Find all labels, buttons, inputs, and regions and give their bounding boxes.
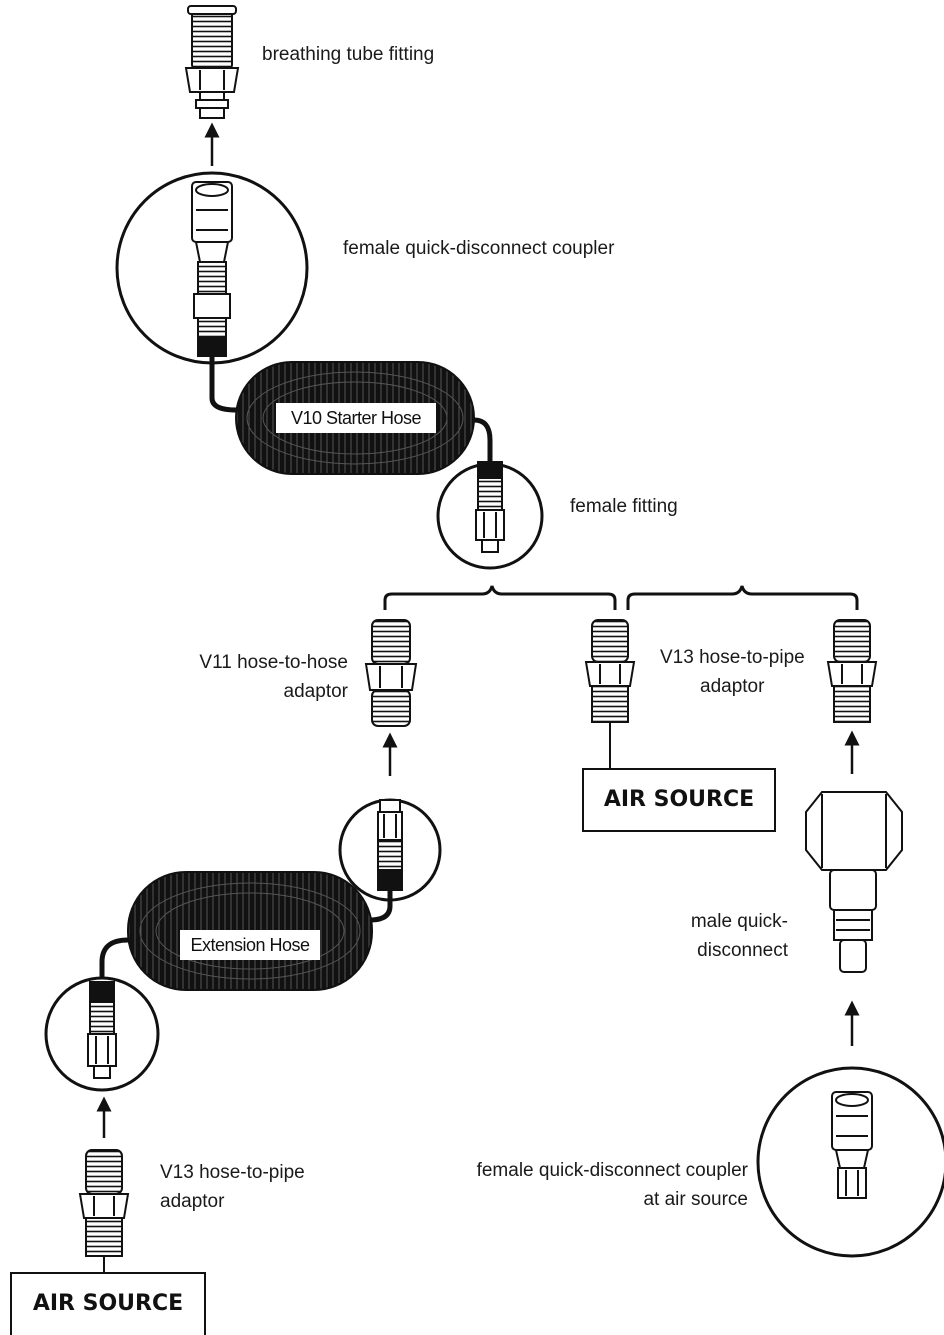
air-source-box-bottom: AIR SOURCE (10, 1272, 206, 1335)
female-fitting-circle (436, 461, 544, 570)
label-female-qd-air-line2: at air source (643, 1189, 748, 1210)
extension-hose-top-circle (338, 798, 442, 902)
bracket-left (383, 585, 617, 610)
label-v11-line1: V11 hose-to-hose (199, 652, 348, 673)
label-male-qd-line1: male quick- (690, 911, 788, 932)
female-qd-coupler-circle (115, 171, 309, 365)
v13-right-adaptor-drawing (826, 619, 878, 723)
label-v11-line2: adaptor (283, 681, 348, 702)
label-male-qd-line2: disconnect (697, 940, 788, 961)
air-source-box-middle: AIR SOURCE (582, 768, 776, 832)
label-v13-right-line2: adaptor (700, 676, 765, 697)
label-v10-starter-hose: V10 Starter Hose (276, 403, 436, 433)
v11-adaptor-drawing (364, 619, 418, 727)
label-female-qd-air-line1: female quick-disconnect coupler (476, 1160, 748, 1181)
label-female-qd-coupler: female quick-disconnect coupler (343, 238, 615, 259)
female-qd-air-circle (756, 1066, 944, 1258)
label-breathing-tube-fitting: breathing tube fitting (262, 44, 435, 65)
label-female-fitting: female fitting (570, 496, 678, 517)
label-v13-right-line1: V13 hose-to-pipe (660, 647, 805, 668)
breathing-tube-fitting-drawing (184, 5, 240, 119)
label-v13-left-line1: V13 hose-to-pipe (160, 1162, 305, 1183)
middle-adaptor-drawing (584, 619, 636, 768)
v13-left-adaptor-drawing (78, 1149, 130, 1272)
label-v13-left-line2: adaptor (160, 1191, 225, 1212)
label-extension-hose: Extension Hose (180, 930, 320, 960)
extension-hose-bottom-circle (44, 976, 160, 1092)
male-qd-drawing (805, 791, 903, 973)
bracket-right (626, 585, 859, 610)
